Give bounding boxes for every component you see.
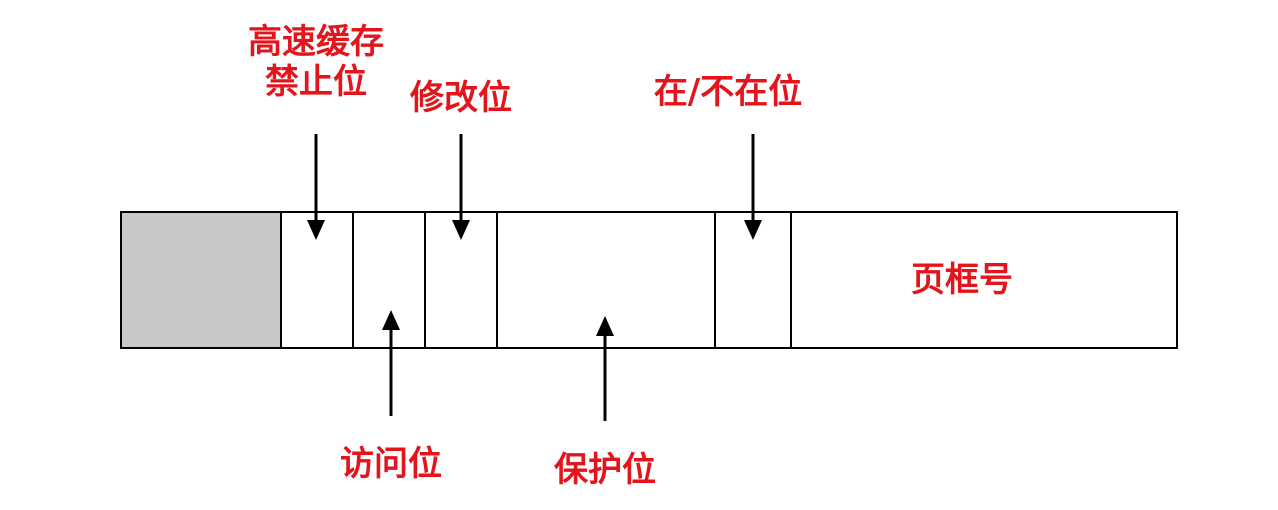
reserved-field xyxy=(122,213,280,347)
label-present: 在/不在位 xyxy=(654,72,802,112)
arrow-protection xyxy=(596,316,614,421)
label-cache-disable-line1: 高速缓存 xyxy=(248,22,384,62)
label-present-text: 在/不在位 xyxy=(653,72,803,112)
page-frame-number-text: 页框号 xyxy=(911,260,1013,300)
arrow-referenced xyxy=(382,310,400,416)
field-dividers xyxy=(280,212,792,348)
arrow-present xyxy=(744,134,762,240)
label-cache-disable: 高速缓存 禁止位 xyxy=(248,22,384,102)
label-referenced-text: 访问位 xyxy=(340,444,442,484)
page-frame-number-label: 页框号 xyxy=(911,260,1013,300)
label-protection-text: 保护位 xyxy=(554,450,656,490)
arrow-modified xyxy=(452,134,470,240)
label-modified-text: 修改位 xyxy=(410,78,512,118)
label-protection: 保护位 xyxy=(554,450,656,490)
label-modified: 修改位 xyxy=(410,78,512,118)
label-cache-disable-line2: 禁止位 xyxy=(265,62,367,102)
arrow-cache-disable xyxy=(307,134,325,240)
entry-box xyxy=(120,211,1178,349)
label-referenced: 访问位 xyxy=(340,444,442,484)
